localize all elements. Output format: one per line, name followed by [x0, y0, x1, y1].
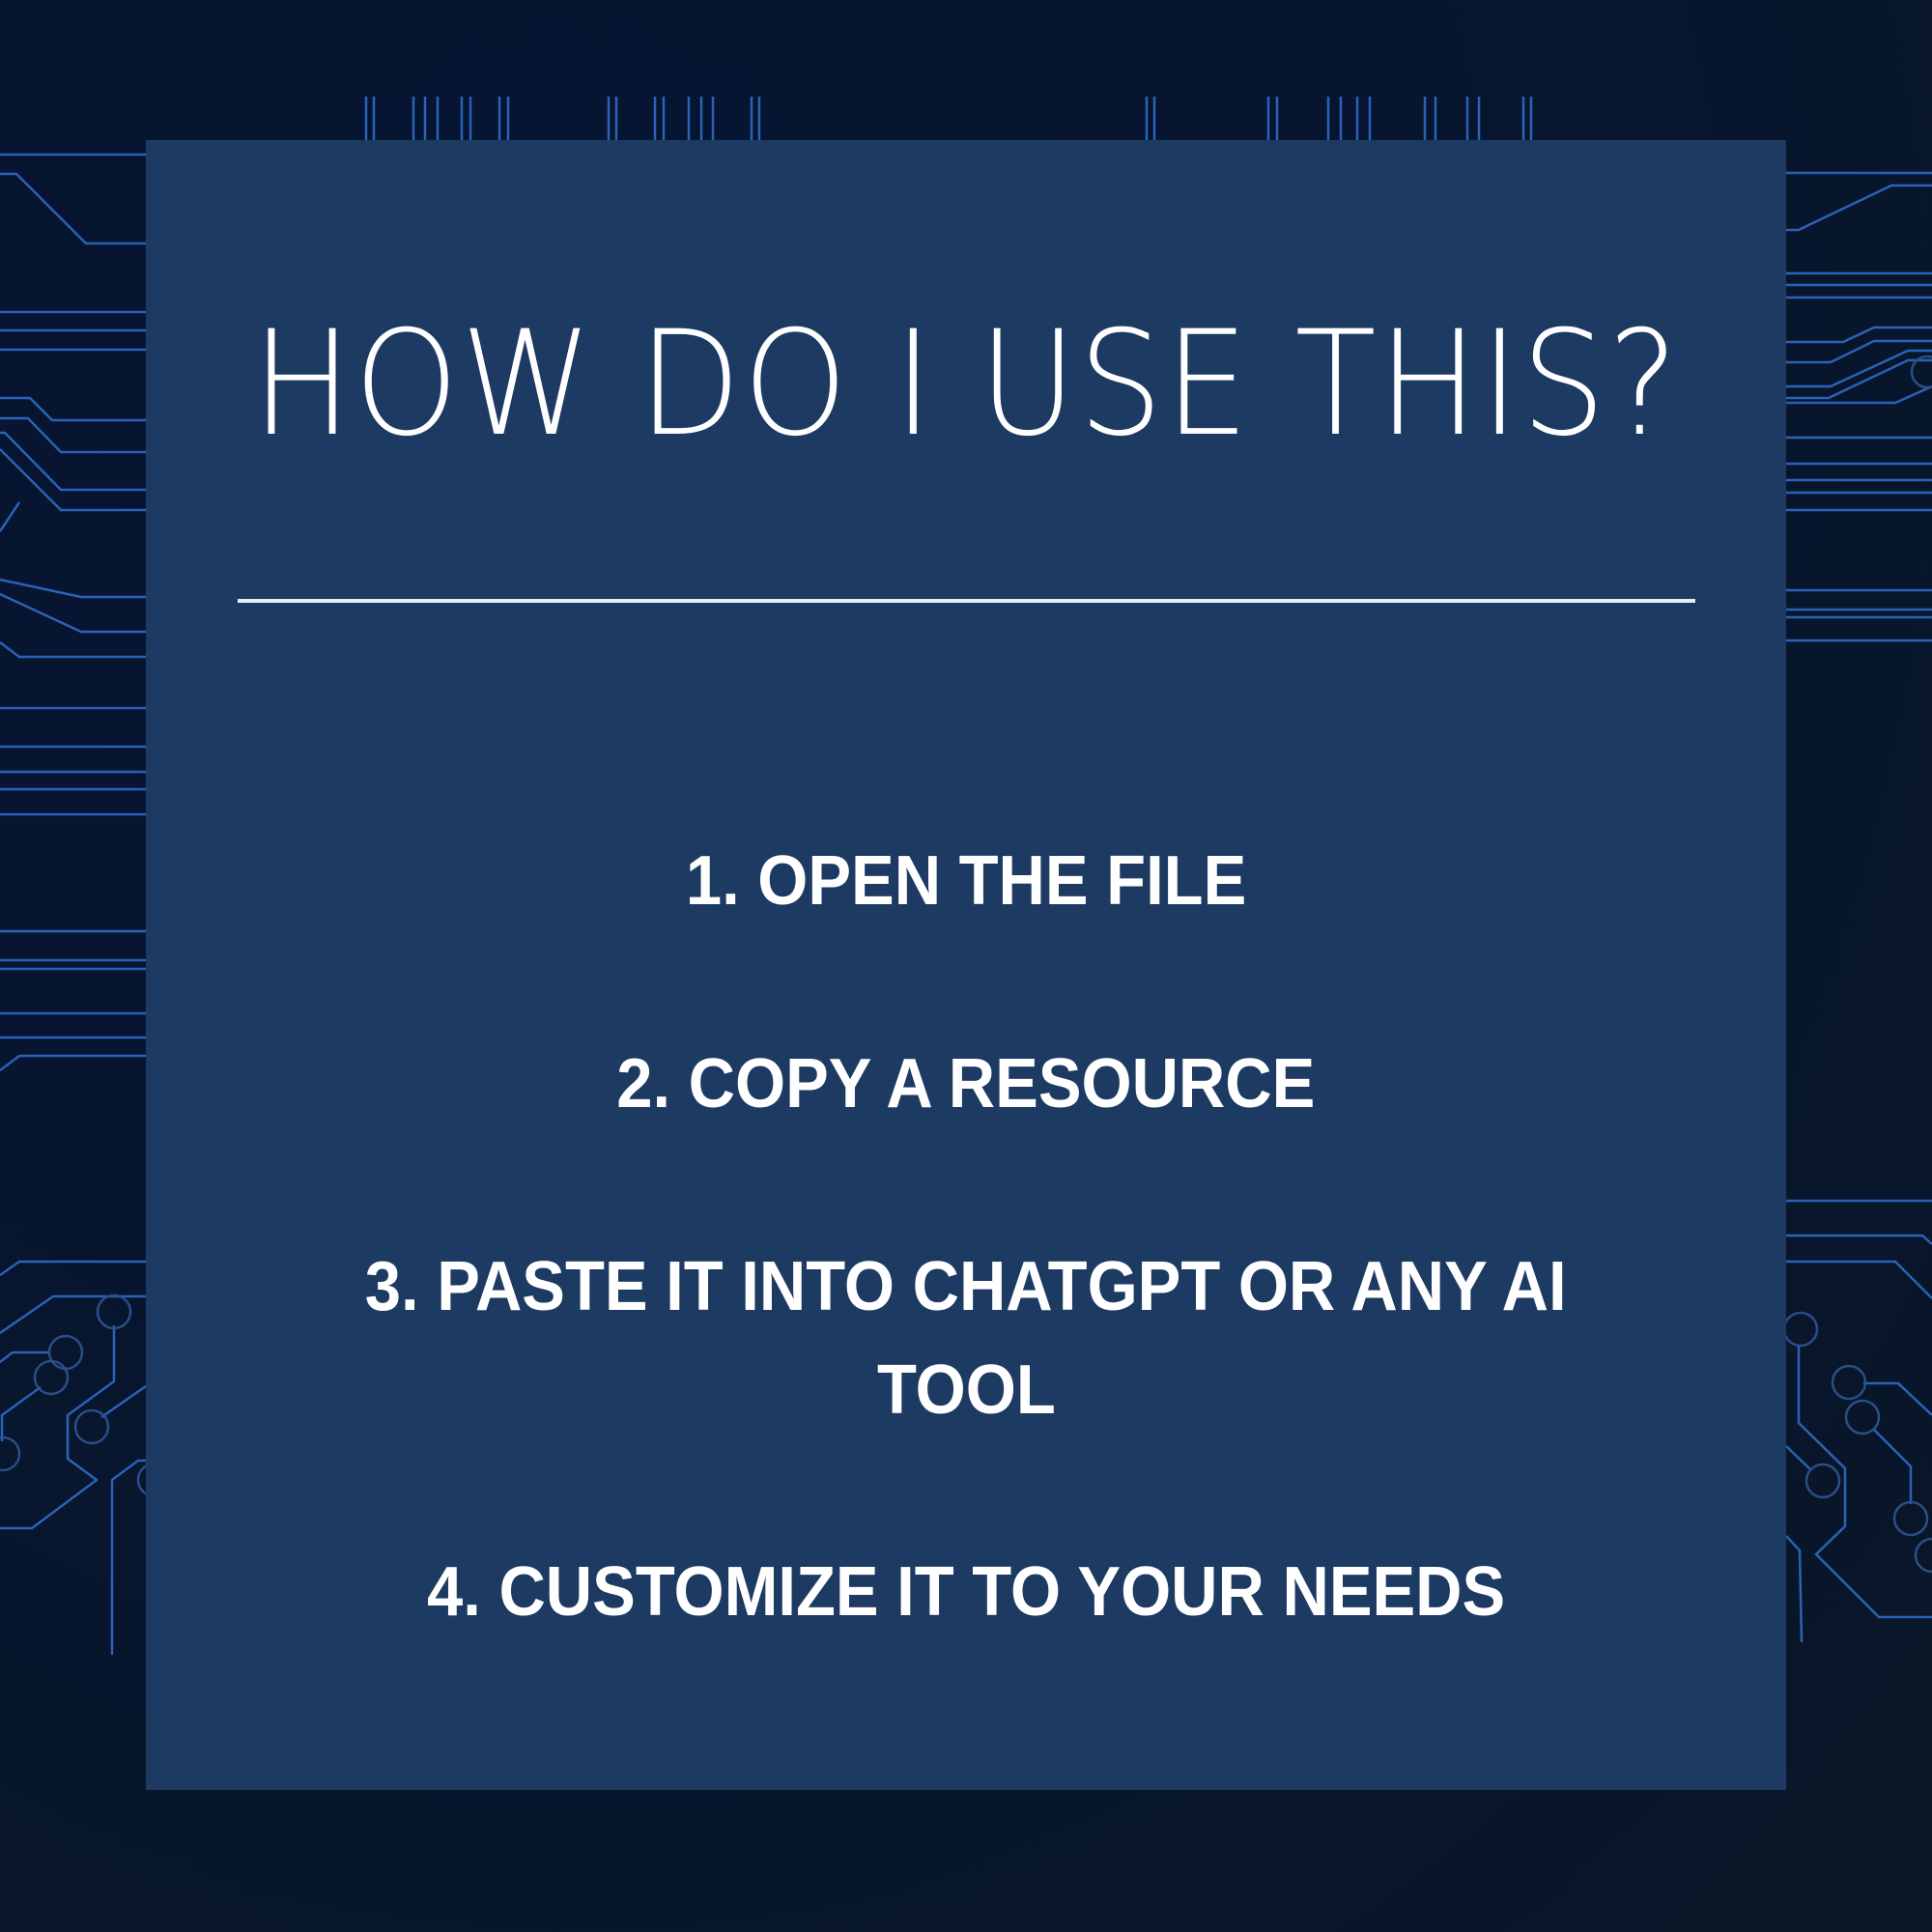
step-item: 3. PASTE IT INTO CHATGPT OR ANY AI [146, 1236, 1786, 1337]
page-title: HOW DO I USE THIS? [251, 300, 1681, 469]
step-label: 3. PASTE IT INTO CHATGPT OR ANY AI [365, 1248, 1567, 1325]
step-item: 2. COPY A RESOURCE [146, 1034, 1786, 1134]
step-label: 2. COPY A RESOURCE [616, 1045, 1316, 1122]
step-item: 1. OPEN THE FILE [146, 831, 1786, 931]
title-divider [238, 599, 1695, 603]
step-label: 4. CUSTOMIZE IT TO YOUR NEEDS [426, 1553, 1506, 1631]
content-panel [146, 140, 1786, 1790]
steps-list: 1. OPEN THE FILE 2. COPY A RESOURCE 3. P… [146, 0, 1786, 1932]
step-label-line2: TOOL [876, 1351, 1056, 1429]
step-label: 1. OPEN THE FILE [685, 842, 1247, 920]
step-item-continuation: TOOL [146, 1340, 1786, 1440]
step-item: 4. CUSTOMIZE IT TO YOUR NEEDS [146, 1542, 1786, 1642]
